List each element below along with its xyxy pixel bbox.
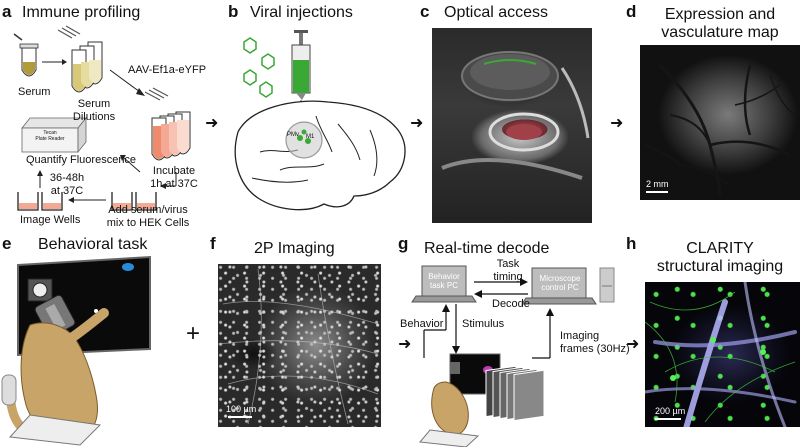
m1-label: M1 <box>306 134 315 140</box>
scale-label-f: 100 µm <box>226 404 257 414</box>
panel-h-title: CLARITY structural imaging <box>656 240 784 275</box>
decode-label: Decode <box>492 298 530 310</box>
brain-outline <box>234 100 406 211</box>
scale-label-d: 2 mm <box>646 179 669 189</box>
panel-a-label: a <box>2 2 12 21</box>
arrow-g-h: ➜ <box>626 336 640 353</box>
panel-b-label: b <box>228 2 239 21</box>
image-wells-label: Image Wells <box>20 214 81 226</box>
imaging-frames-stack-icon <box>485 365 545 422</box>
arrow-c-d: ➜ <box>610 115 624 132</box>
arrow-b-c: ➜ <box>410 115 424 132</box>
panel-g-label: g <box>398 234 409 253</box>
imaging-frames-label: Imaging frames (30Hz) <box>560 330 630 355</box>
immune-profiling-diagram <box>13 25 191 211</box>
panel-d-title: Expression and vasculature map <box>661 6 779 41</box>
panel-d-label: d <box>626 2 637 21</box>
arrow-f-g: ➜ <box>398 336 412 353</box>
clarity-image: 200 µm <box>645 282 800 427</box>
two-photon-image: 100 µm <box>218 264 381 427</box>
pmv-label: PMv <box>287 132 299 138</box>
image-wells-icon <box>17 192 63 211</box>
serum-dilution-tubes-icon <box>71 41 103 93</box>
add-serum-label: Add serum/virus mix to HEK Cells <box>106 204 190 229</box>
real-time-decode-diagram <box>411 265 615 447</box>
scale-label-h: 200 µm <box>655 406 686 416</box>
task-timing-label: Task timing <box>493 258 523 283</box>
scale-bar-f <box>228 416 252 418</box>
panel-a-title: Immune profiling <box>22 4 141 21</box>
panel-c-title: Optical access <box>444 4 549 21</box>
panel-e-title: Behavioral task <box>38 236 148 253</box>
scale-bar-d <box>646 191 668 193</box>
behavior-pc-label: Behavior task PC <box>428 272 460 290</box>
quantify-label: Quantify Fluorescence <box>26 154 137 166</box>
stimulus-label: Stimulus <box>462 318 505 330</box>
plate-reader-icon <box>21 116 87 154</box>
brain-injection-diagram <box>234 30 406 211</box>
hek-wells-icon <box>111 192 157 211</box>
panel-b-title: Viral injections <box>250 4 353 21</box>
virus-particle-icon <box>243 37 275 98</box>
plate-reader-label: Tecan Plate Reader <box>35 130 65 142</box>
behavioral-task-illustration <box>1 255 151 446</box>
panel-f-label: f <box>210 234 216 253</box>
virus-label: AAV-Ef1a-eYFP <box>128 64 207 76</box>
panel-g-title: Real-time decode <box>424 240 550 257</box>
serum-label: Serum <box>18 86 51 98</box>
panel-e-label: e <box>2 234 12 253</box>
serum-tube-icon <box>19 43 39 77</box>
incubate-label: Incubate 1h at 37C <box>150 165 198 190</box>
scale-bar-h <box>655 418 681 420</box>
panel-f-title: 2P Imaging <box>254 240 335 257</box>
panel-c-label: c <box>420 2 430 21</box>
virus-tubes-icon <box>151 111 191 161</box>
serum-dilutions-label: Serum Dilutions <box>72 98 116 123</box>
arrow-a-b: ➜ <box>205 115 219 132</box>
incubation-time-label: 36-48h at 37C <box>49 172 85 197</box>
panel-h-label: h <box>626 234 637 253</box>
microscope-pc-label: Microscope control PC <box>539 274 581 292</box>
vasculature-map-image: 2 mm <box>640 45 800 200</box>
optical-window-photo <box>432 28 592 223</box>
plus-sign: + <box>186 320 201 347</box>
behavior-label: Behavior <box>400 318 444 330</box>
syringe-icon <box>291 30 311 130</box>
